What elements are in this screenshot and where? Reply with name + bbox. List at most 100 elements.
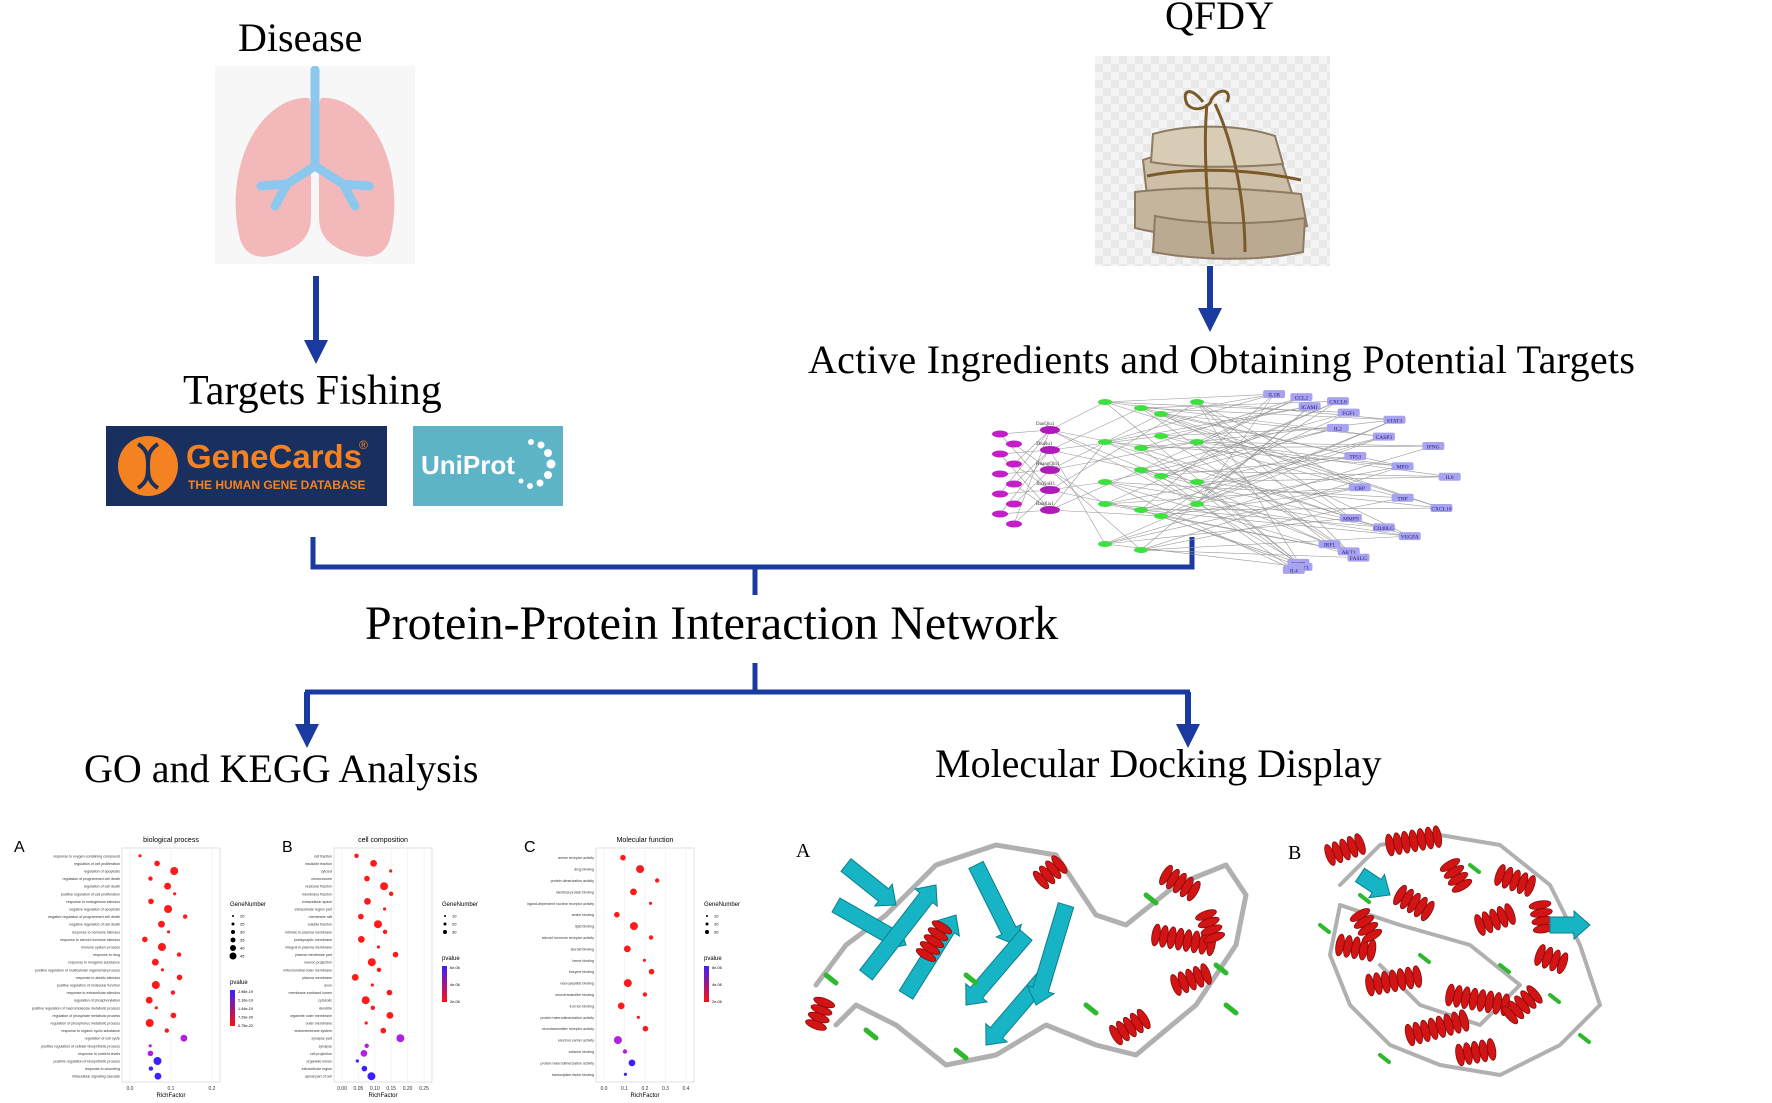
network-compound-node	[1098, 399, 1112, 405]
turn	[1213, 962, 1229, 976]
network-target-label: IFNG	[1427, 445, 1440, 451]
network-edge	[1140, 507, 1442, 511]
go-term-label: vesicular fraction	[305, 885, 332, 889]
network-target-node	[1372, 432, 1395, 441]
go-bubble	[364, 1021, 368, 1025]
go-term-label: iron ion binding	[570, 1004, 594, 1008]
go-bubble	[389, 869, 393, 873]
go-term-label: regulation of phosphorus metabolic proce…	[50, 1022, 120, 1026]
go-term-label: cofactor binding	[569, 1050, 594, 1054]
network-edge	[1013, 449, 1051, 485]
network-edge	[1049, 401, 1198, 491]
network-target-node	[1290, 393, 1313, 402]
network-target-node	[1326, 397, 1349, 406]
network-target-label: CRP	[1355, 486, 1365, 492]
alpha-helix	[1032, 855, 1068, 890]
network-target-label: TNF	[1397, 496, 1407, 502]
go-bubble	[148, 876, 153, 881]
lungs-illustration	[215, 65, 415, 264]
network-edge	[1013, 469, 1051, 505]
network-target-node	[1438, 472, 1461, 481]
network-edge	[1104, 400, 1339, 505]
turn	[1143, 892, 1159, 906]
go-bubble	[148, 1044, 152, 1048]
go-bubble	[630, 888, 637, 896]
go-term-label: regulation of programmed cell death	[62, 877, 120, 881]
go-legend-color-value: 6e-06	[712, 966, 722, 970]
go-term-label: steroid hormone receptor activity	[542, 936, 594, 940]
turn	[1378, 1053, 1391, 1064]
alpha-helix	[1445, 983, 1510, 1016]
network-compound-node	[1190, 501, 1204, 507]
network-edge	[1049, 429, 1198, 505]
go-bubble	[147, 1050, 154, 1057]
go-term-label: protein heterodimerization activity	[540, 1061, 594, 1065]
network-edge	[1049, 449, 1198, 483]
go-bubble	[373, 920, 382, 929]
go-bubble	[376, 945, 381, 949]
beta-strand	[840, 858, 897, 907]
go-term-label: intrinsic to plasma membrane	[285, 930, 332, 934]
go-bubble	[182, 914, 188, 919]
go-term-label: response to hormone stimulus	[72, 930, 120, 934]
go-bubble	[176, 974, 183, 981]
go-bubble	[173, 892, 177, 896]
go-bubble	[642, 1025, 649, 1032]
go-legend-size-value: 10	[714, 914, 719, 919]
network-target-label: MPO	[1397, 465, 1409, 471]
go-legend-size-value: 10	[452, 914, 457, 919]
helix-turn	[1412, 965, 1423, 988]
go-panel-letter: B	[282, 839, 293, 856]
network-edge	[1104, 481, 1403, 499]
network-target-node	[1347, 553, 1370, 562]
network-target-label: IL2	[1334, 426, 1342, 432]
go-bubble	[382, 907, 387, 911]
go-legend-color-title: pvalue	[230, 980, 248, 986]
go-xaxis-label: RichFactor	[630, 1093, 659, 1098]
network-edge	[1160, 413, 1384, 437]
turn	[1358, 893, 1371, 904]
go-bubble	[614, 911, 620, 918]
go-legend-size-dot	[231, 922, 235, 926]
helix-turn	[931, 920, 953, 935]
network-target-label: ICAM1	[1301, 405, 1318, 411]
go-term-label: amine binding	[572, 913, 594, 917]
alpha-helix	[1439, 858, 1473, 893]
network-edge	[1196, 436, 1384, 483]
helix-turn	[1203, 931, 1226, 944]
network-edge	[1160, 413, 1442, 509]
go-term-label: immune system process	[81, 946, 120, 950]
alpha-helix	[1195, 909, 1226, 944]
go-bubble	[642, 992, 648, 997]
go-legend-size-title: GeneNumber	[704, 902, 740, 908]
go-bubble	[382, 929, 388, 934]
alpha-helix	[1109, 1008, 1151, 1046]
go-bubble	[628, 1059, 636, 1067]
network-edge	[1140, 412, 1349, 471]
protein-ribbon-a	[805, 842, 1249, 1068]
go-term-label: cytosolic	[318, 999, 332, 1003]
network-edge	[1160, 486, 1360, 517]
go-term-label: axon	[324, 984, 332, 988]
go-bubble	[370, 860, 377, 867]
network-target-node	[1337, 547, 1360, 556]
network-edge	[1160, 427, 1338, 437]
go-bubble	[392, 951, 399, 958]
go-term-label: response to steroid hormone stimulus	[60, 938, 120, 942]
go-legend-color-value: 2e-06	[450, 1000, 460, 1004]
network-edges	[999, 393, 1450, 571]
genecards-logo[interactable]: GeneCards ® THE HUMAN GENE DATABASE	[106, 426, 387, 506]
uniprot-logo[interactable]: UniProt	[413, 426, 563, 506]
network-edge	[1160, 435, 1359, 558]
go-panel-title: cell composition	[358, 837, 408, 844]
go-term-label: organelle lumen	[306, 1060, 332, 1064]
turn	[1468, 863, 1481, 874]
go-legend-size-value: 35	[240, 938, 245, 943]
go-legend-size-dot	[705, 930, 709, 934]
go-term-label: positive regulation of biosynthetic proc…	[53, 1060, 120, 1064]
go-bubble	[164, 882, 171, 890]
network-edge	[1104, 481, 1384, 528]
go-legend-size-dot	[444, 915, 446, 917]
helix-turn	[1504, 903, 1516, 925]
go-bubble	[170, 1012, 177, 1019]
